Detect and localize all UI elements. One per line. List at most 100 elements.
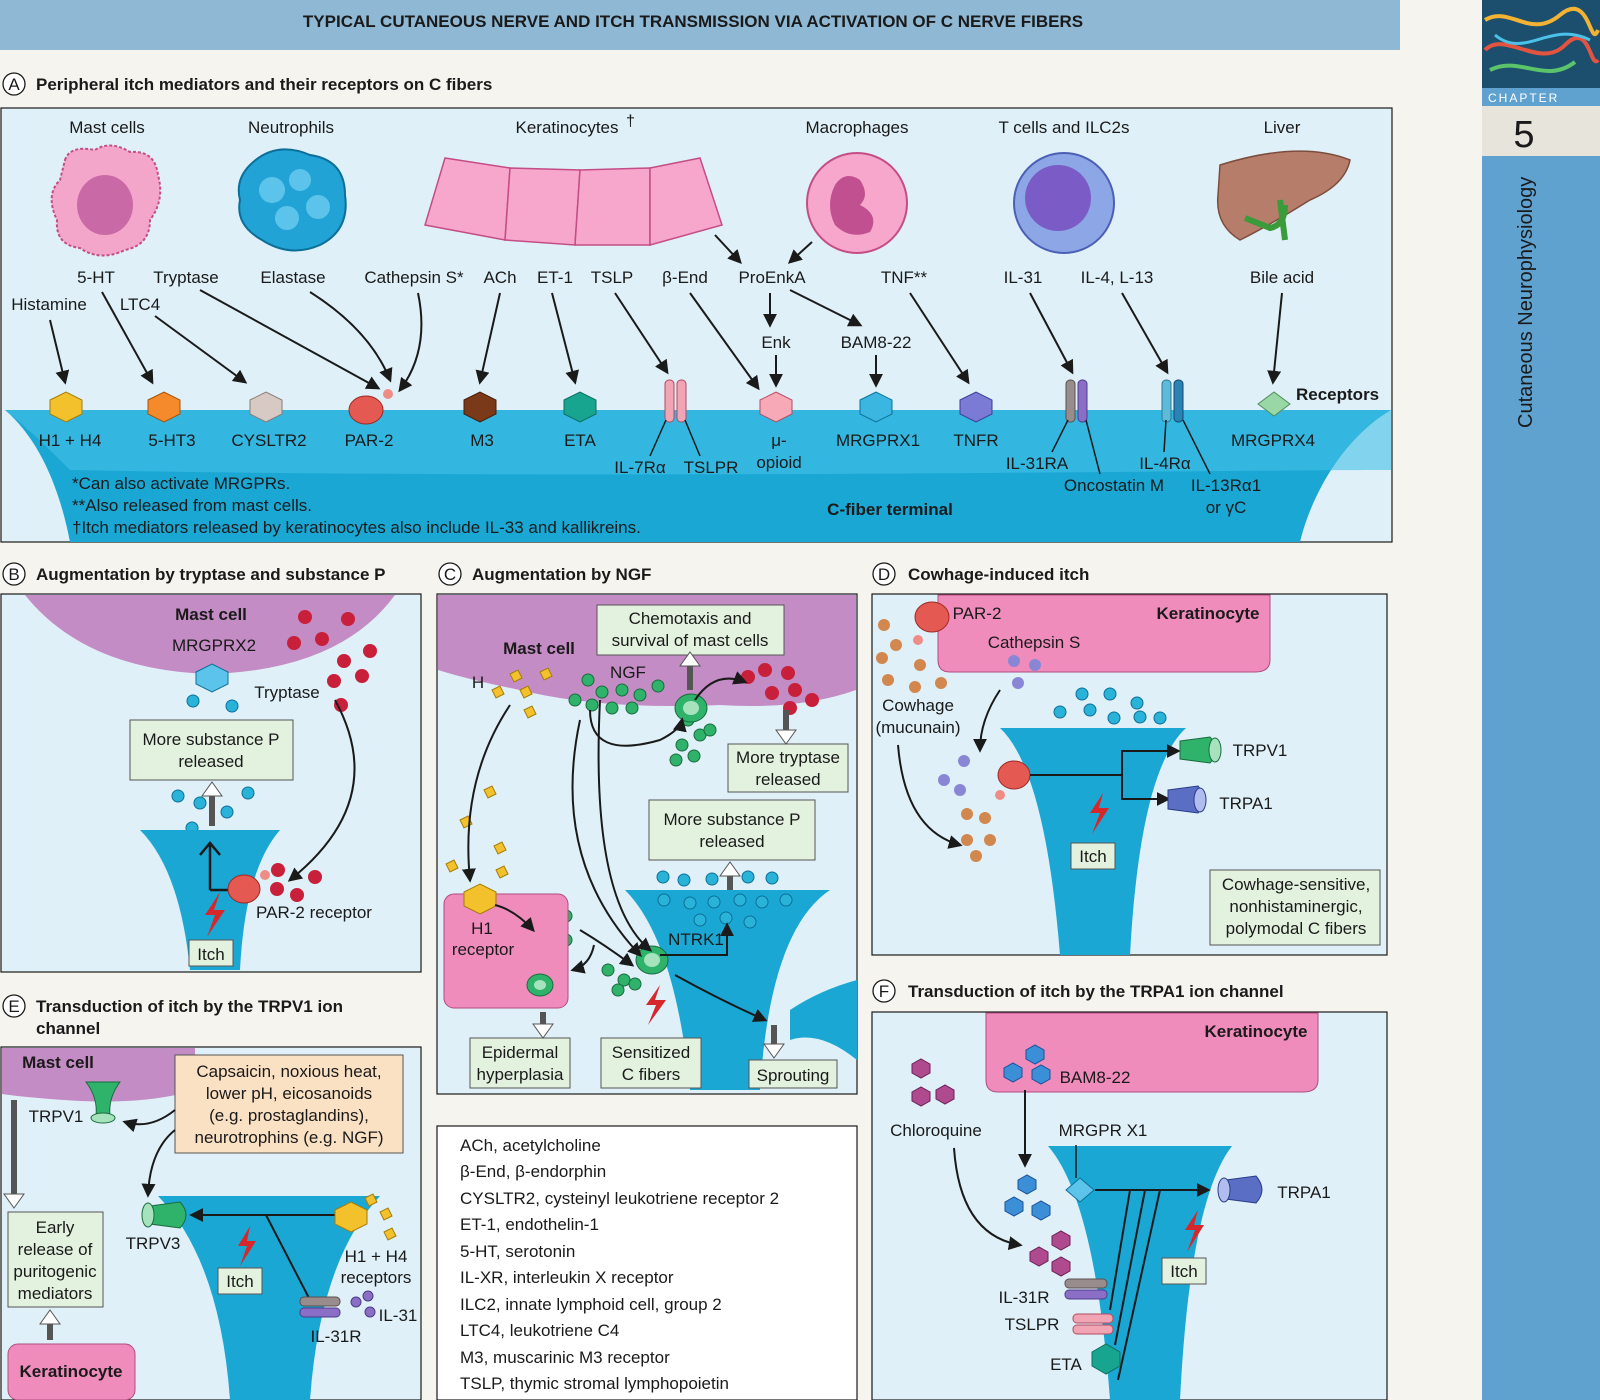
panel-f-bam822-label: BAM8-22 — [1060, 1068, 1131, 1087]
panel-b-tryptase-label: Tryptase — [254, 683, 320, 702]
panel-c-mast-label: Mast cell — [503, 639, 575, 658]
keratinocyte-dagger: † — [626, 113, 635, 130]
cell-label-neutrophils: Neutrophils — [248, 118, 334, 137]
panel-c-sprouting: Sprouting — [757, 1066, 830, 1085]
eta-receptor-icon — [563, 391, 597, 423]
panel-d-title: Cowhage-induced itch — [908, 565, 1089, 584]
panel-e-capsaicin-3: (e.g. prostaglandins), — [209, 1106, 369, 1125]
mediator-il31: IL-31 — [1004, 268, 1043, 287]
panel-c-title: Augmentation by NGF — [472, 565, 651, 584]
panel-e-early-4: mediators — [18, 1284, 93, 1303]
panel-d-itch-box — [1070, 842, 1116, 870]
panel-c-ntrk1-label: NTRK1 — [668, 930, 724, 949]
itch-bolt-icon — [205, 892, 225, 937]
panel-e-itch-box — [217, 1267, 263, 1295]
panel-e-trpv3-label: TRPV3 — [126, 1234, 181, 1253]
epidermal-box — [469, 1037, 571, 1089]
panel-f-keratinocyte-label: Keratinocyte — [1205, 1022, 1308, 1041]
receptor-cysltr2: CYSLTR2 — [231, 431, 306, 450]
panel-c-epidermal-2: hyperplasia — [477, 1065, 564, 1084]
glossary-item: CYSLTR2, cysteinyl leukotriene receptor … — [460, 1189, 779, 1208]
mast-cell-icon — [50, 144, 162, 257]
glossary-item: ET-1, endothelin-1 — [460, 1215, 599, 1234]
panel-c-letter: C — [444, 565, 456, 584]
early-release-box — [7, 1211, 104, 1308]
panel-f-trpa1-label: TRPA1 — [1277, 1183, 1331, 1202]
panel-e-h1h4-icon — [334, 1201, 368, 1233]
panel-c-more-tryptase-2: released — [755, 770, 820, 789]
panel-c-more-tryptase-1: More tryptase — [736, 748, 840, 767]
receptor-icons — [49, 379, 1291, 425]
panel-b: B Augmentation by tryptase and substance… — [0, 562, 422, 973]
glossary-item: ILC2, innate lymphoid cell, group 2 — [460, 1295, 722, 1314]
panel-d-trpa1-icon — [1167, 785, 1207, 814]
panel-e-capsaicin-4: neurotrophins (e.g. NGF) — [195, 1128, 384, 1147]
receptors-label: Receptors — [1296, 385, 1379, 404]
panel-e-itch: Itch — [226, 1272, 253, 1291]
substance-p-particles — [171, 694, 255, 863]
cell-label-liver: Liver — [1264, 118, 1301, 137]
mediator-tryptase: Tryptase — [153, 268, 219, 287]
panel-e-itch-bolt-icon — [238, 1226, 256, 1266]
panel-b-par2-label: PAR-2 receptor — [256, 903, 372, 922]
footnote-3: †Itch mediators released by keratinocyte… — [72, 518, 641, 537]
panel-d-trpv1-icon — [1179, 736, 1222, 764]
panel-f-itch-box — [1161, 1257, 1207, 1285]
cysltr2-receptor-icon — [249, 391, 283, 423]
h1h4-receptor-icon — [49, 391, 83, 423]
panel-f-itch: Itch — [1170, 1262, 1197, 1281]
panel-b-itch-box — [188, 939, 234, 967]
panel-a: A Peripheral itch mediators and their re… — [0, 72, 1393, 543]
cell-label-macrophages: Macrophages — [805, 118, 908, 137]
panel-c-h1-label: H1 — [471, 919, 493, 938]
panel-e-capsaicin-1: Capsaicin, noxious heat, — [196, 1062, 381, 1081]
panel-e-keratinocyte — [7, 1343, 136, 1400]
panel-f-itch-bolt-icon — [1185, 1210, 1204, 1252]
panel-e-title-1: Transduction of itch by the TRPV1 ion — [36, 997, 343, 1016]
panel-c-more-sp-box — [648, 799, 816, 861]
panel-c: C Augmentation by NGF Mast cell Chemotax… — [436, 562, 858, 1095]
panel-e-early-1: Early — [36, 1218, 75, 1237]
mediator-bend: β-End — [662, 268, 708, 287]
glossary-item: β-End, β-endorphin — [460, 1162, 606, 1181]
panel-c-more-sp-1: More substance P — [663, 810, 800, 829]
panel-d-cowhage-2: (mucunain) — [875, 718, 960, 737]
panel-c-ngf-label: NGF — [610, 663, 646, 682]
panel-e-mast-trpv1-icon — [85, 1081, 121, 1124]
glossary-item: IL-XR, interleukin X receptor — [460, 1268, 674, 1287]
receptor-il13ra1: IL-13Rα1 — [1191, 476, 1261, 495]
cell-label-mast: Mast cells — [69, 118, 145, 137]
panel-e-letter: E — [8, 997, 19, 1016]
panel-d-par2-icon — [913, 601, 950, 645]
panel-e-il31r-label: IL-31R — [310, 1327, 361, 1346]
t-cell-icon — [1013, 152, 1115, 254]
panel-b-letter: B — [8, 565, 19, 584]
panel-f-il31r-label: IL-31R — [998, 1288, 1049, 1307]
receptor-mrgprx1: MRGPRX1 — [836, 431, 920, 450]
keratinocytes-icon — [424, 157, 723, 246]
tryptase-particles — [270, 610, 377, 902]
mrgprx2-icon — [195, 663, 229, 693]
panel-d-itch: Itch — [1079, 847, 1106, 866]
panel-b-par2-receptor-icon — [227, 870, 270, 904]
mediator-elastase: Elastase — [260, 268, 325, 287]
receptor-mrgprx4: MRGPRX4 — [1231, 431, 1315, 450]
panel-e-trpv1-label: TRPV1 — [29, 1107, 84, 1126]
mediator-histamine: Histamine — [11, 295, 87, 314]
panel-f-mrgprx1-label: MRGPR X1 — [1059, 1121, 1148, 1140]
panel-e-capsaicin-2: lower pH, eicosanoids — [206, 1084, 372, 1103]
panel-f-chloroquine-label: Chloroquine — [890, 1121, 982, 1140]
receptor-tslpr: TSLPR — [684, 458, 739, 477]
panel-e-il31-label: IL-31 — [379, 1306, 418, 1325]
panel-e-histamine-particles — [364, 1193, 397, 1241]
panel-c-more-sp-2: released — [699, 832, 764, 851]
cowhage-sensitive-box — [1209, 869, 1381, 946]
panel-d-sp-particles — [1053, 687, 1167, 725]
panel-f-trpa1-icon — [1217, 1175, 1263, 1204]
glossary-item: M3, muscarinic M3 receptor — [460, 1348, 670, 1367]
terminal-label: C-fiber terminal — [827, 500, 953, 519]
panel-c-chemotaxis-2: survival of mast cells — [612, 631, 769, 650]
panel-e-fiber — [158, 1196, 380, 1400]
receptor-il31ra: IL-31RA — [1006, 454, 1069, 473]
